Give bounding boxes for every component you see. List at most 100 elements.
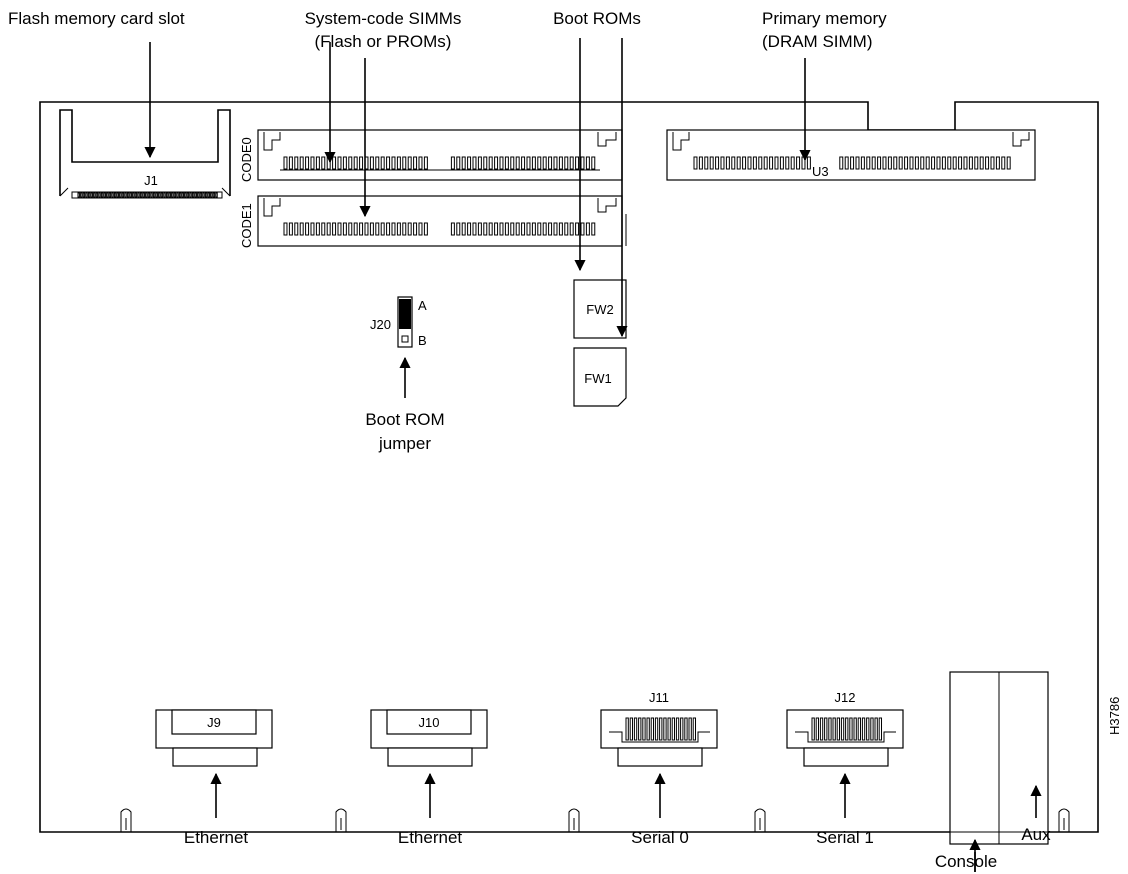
connector-pin xyxy=(212,192,216,198)
connector-pin xyxy=(199,192,203,198)
connector-pin xyxy=(836,717,841,741)
fw2-chip: FW2 xyxy=(573,279,627,339)
connector-pin xyxy=(731,156,736,170)
connector-pin xyxy=(477,222,482,236)
connector-pin xyxy=(811,717,815,741)
connector-pin xyxy=(1006,156,1011,170)
connector-pin xyxy=(558,156,563,170)
connector-pin xyxy=(423,222,428,236)
figure-id: H3786 xyxy=(1107,697,1122,735)
flash-card-slot: J1 xyxy=(59,109,231,199)
j11-label: J11 xyxy=(649,690,669,705)
console-label: Console xyxy=(935,852,997,871)
connector-pin xyxy=(147,192,151,198)
connector-pin xyxy=(353,156,358,170)
console-aux-ports xyxy=(949,671,1049,845)
connector-pin xyxy=(796,156,801,170)
connector-pin xyxy=(288,156,293,170)
connector-pin xyxy=(103,192,106,198)
primary-memory-label-line1: Primary memory xyxy=(762,9,887,28)
connector-pin xyxy=(779,156,784,170)
connector-pin xyxy=(693,156,698,170)
connector-pin xyxy=(871,156,876,170)
connector-pin xyxy=(413,222,418,236)
connector-pin xyxy=(310,156,315,170)
connector-pin xyxy=(591,156,596,170)
connector-pin xyxy=(121,192,125,198)
connector-pin xyxy=(515,222,520,236)
j20-label: J20 xyxy=(370,317,391,332)
connector-pin xyxy=(537,222,542,236)
connector-pin xyxy=(692,717,697,741)
connector-pin xyxy=(548,222,553,236)
connector-pin xyxy=(321,222,326,236)
connector-pin xyxy=(77,192,80,198)
j10-label: J10 xyxy=(419,715,440,730)
connector-pin xyxy=(288,222,293,236)
connector-pin xyxy=(709,156,714,170)
connector-pin xyxy=(310,222,315,236)
connector-pin xyxy=(326,222,331,236)
serial-1-label: Serial 1 xyxy=(816,828,874,847)
connector-pin xyxy=(337,222,342,236)
connector-pin xyxy=(348,156,353,170)
connector-pin xyxy=(790,156,795,170)
connector-pin xyxy=(337,156,342,170)
connector-pin xyxy=(197,192,200,198)
connector-pin xyxy=(684,717,688,741)
connector-pin xyxy=(499,222,504,236)
connector-pin xyxy=(171,192,174,198)
connector-pin xyxy=(763,156,768,170)
connector-pin xyxy=(472,156,477,170)
connector-pin xyxy=(688,717,692,741)
connector-pin xyxy=(461,156,466,170)
connector-pin xyxy=(680,717,684,741)
connector-pin xyxy=(299,222,304,236)
connector-pin xyxy=(461,222,466,236)
connector-pin xyxy=(931,156,936,170)
connector-pin xyxy=(715,156,720,170)
connector-pin xyxy=(704,156,709,170)
connector-pin xyxy=(494,222,499,236)
connector-pin xyxy=(315,156,320,170)
connector-pin xyxy=(98,192,101,198)
j1-pin-row xyxy=(77,192,218,198)
connector-pin xyxy=(191,192,195,198)
jumper-b-label: B xyxy=(418,333,427,348)
connector-pin xyxy=(870,717,874,741)
connector-pin xyxy=(178,192,182,198)
connector-pin xyxy=(375,156,380,170)
connector-pin xyxy=(407,222,412,236)
connector-pin xyxy=(477,156,482,170)
connector-pin xyxy=(853,717,857,741)
connector-pin xyxy=(152,192,156,198)
connector-pin xyxy=(499,156,504,170)
connector-pin xyxy=(819,717,824,741)
connector-pin xyxy=(537,156,542,170)
connector-pin xyxy=(467,156,472,170)
connector-pin xyxy=(137,192,140,198)
connector-pin xyxy=(909,156,914,170)
connector-pin xyxy=(93,192,96,198)
connector-pin xyxy=(667,717,671,741)
connector-pin xyxy=(315,222,320,236)
j9-label: J9 xyxy=(207,715,221,730)
connector-pin xyxy=(95,192,99,198)
connector-pin xyxy=(342,156,347,170)
connector-pin xyxy=(542,156,547,170)
connector-pin xyxy=(629,717,634,741)
connector-pin xyxy=(580,156,585,170)
connector-pin xyxy=(526,156,531,170)
connector-pin xyxy=(202,192,205,198)
connector-pin xyxy=(828,717,832,741)
connector-pin xyxy=(402,222,407,236)
connector-pin xyxy=(553,222,558,236)
connector-pin xyxy=(348,222,353,236)
connector-pin xyxy=(194,192,197,198)
connector-pin xyxy=(564,156,569,170)
connector-pin xyxy=(126,192,130,198)
connector-pin xyxy=(840,717,845,741)
connector-pin xyxy=(564,222,569,236)
system-code-label-line2: (Flash or PROMs) xyxy=(315,32,452,51)
connector-pin xyxy=(531,222,536,236)
